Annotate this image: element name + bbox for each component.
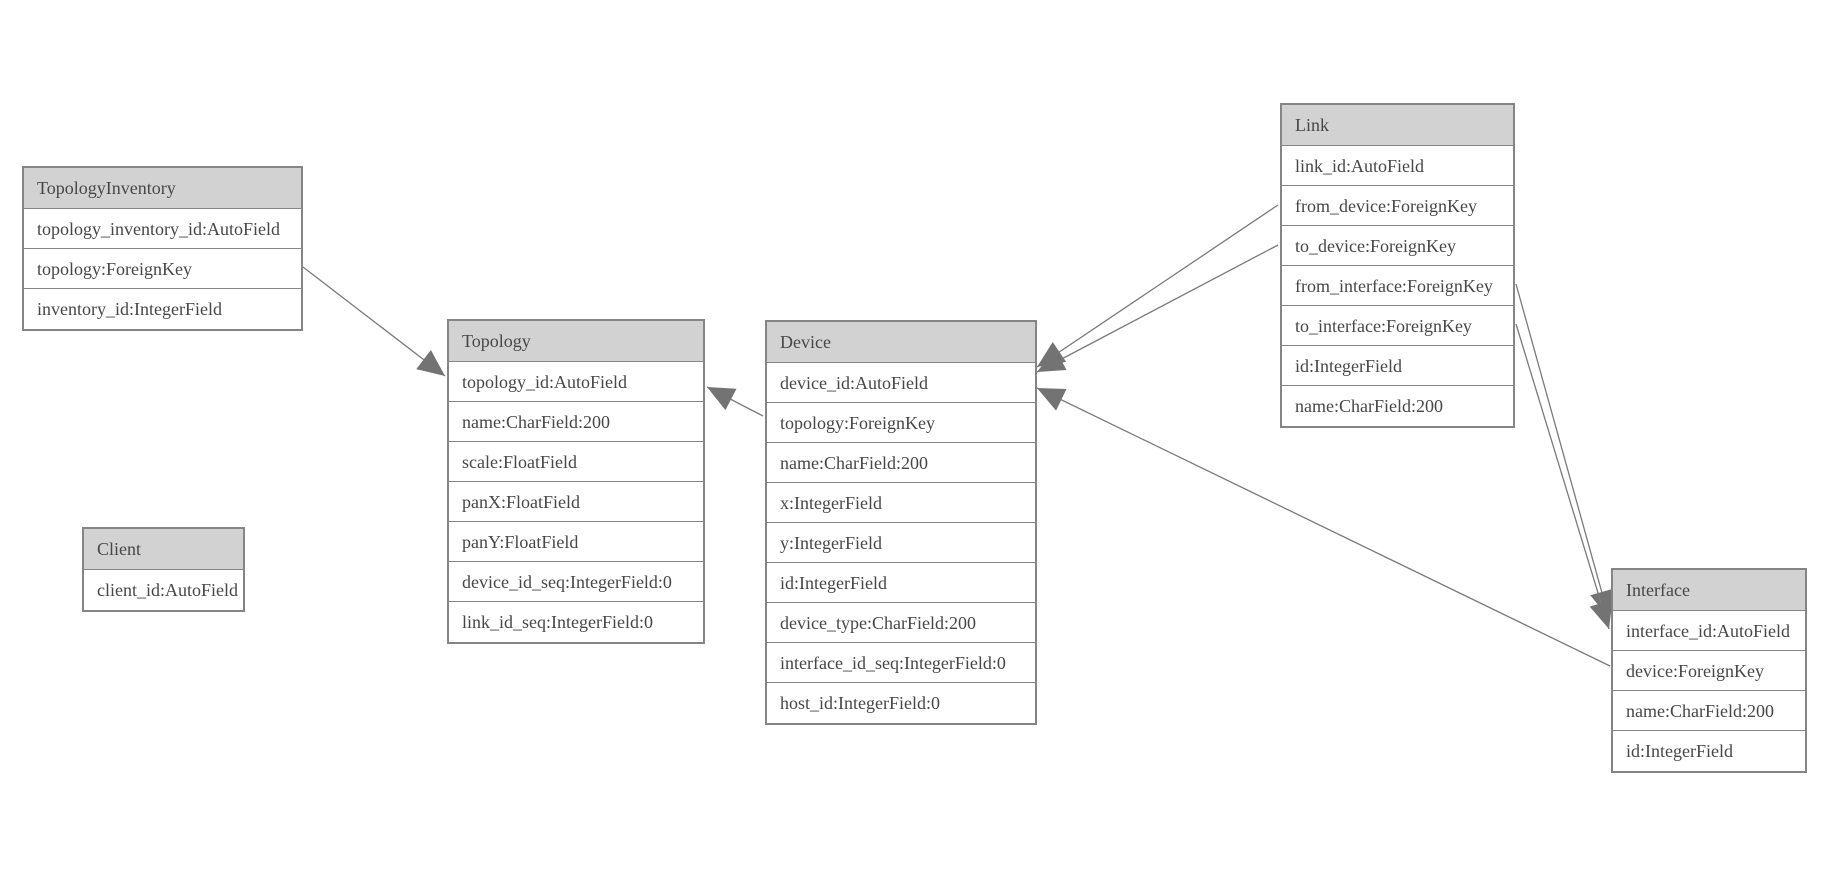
entity-topologyinventory-header: TopologyInventory [24,168,301,209]
field-x: x:IntegerField [767,483,1035,523]
entity-device-header: Device [767,322,1035,363]
field-link-id-seq: link_id_seq:IntegerField:0 [462,612,653,632]
edge-device-topology-to-topology [706,386,764,417]
field-device-generic-id: id:IntegerField [767,563,1035,603]
field-scale: scale:FloatField [449,442,703,482]
entity-topology-header: Topology [449,321,703,362]
edge-link-from-device-to-device [1036,204,1279,368]
edge-link-to-device-to-device [1036,244,1279,373]
field-device-id-seq: device_id_seq:IntegerField:0 [449,562,703,602]
field-device-id: device_id:AutoField [767,363,1035,403]
field-interface-name: name:CharField:200 [1613,691,1805,731]
field-interface-generic-id: id:IntegerField [1626,741,1733,761]
entity-topologyinventory: TopologyInventory topology_inventory_id:… [22,166,303,331]
entity-interface: Interface interface_id:AutoField device:… [1611,568,1807,773]
field-link-id: link_id:AutoField [1282,146,1513,186]
field-to-device: to_device:ForeignKey [1282,226,1513,266]
edge-link-to-interface-to-interface [1515,323,1613,630]
field-inventory-id: inventory_id:IntegerField [37,299,222,319]
field-interface-device: device:ForeignKey [1613,651,1805,691]
entity-client: Client client_id:AutoField [82,527,245,612]
entity-link: Link link_id:AutoField from_device:Forei… [1280,103,1515,428]
field-interface-id-seq: interface_id_seq:IntegerField:0 [767,643,1035,683]
field-from-interface: from_interface:ForeignKey [1282,266,1513,306]
edge-interface-device-to-device [1036,387,1611,667]
field-link-generic-id: id:IntegerField [1282,346,1513,386]
field-device-topology: topology:ForeignKey [767,403,1035,443]
field-topology-id: topology_id:AutoField [449,362,703,402]
entity-interface-header: Interface [1613,570,1805,611]
field-client-id: client_id:AutoField [97,580,238,600]
field-from-device: from_device:ForeignKey [1282,186,1513,226]
field-host-id: host_id:IntegerField:0 [780,693,940,713]
entity-topology: Topology topology_id:AutoField name:Char… [447,319,705,644]
field-device-name: name:CharField:200 [767,443,1035,483]
edge-link-from-interface-to-interface [1515,283,1614,619]
field-topologyinventory-topology: topology:ForeignKey [24,249,301,289]
field-y: y:IntegerField [767,523,1035,563]
edge-topologyinventory-topology-to-topology [302,266,446,377]
entity-device: Device device_id:AutoField topology:Fore… [765,320,1037,725]
field-pany: panY:FloatField [449,522,703,562]
field-topology-name: name:CharField:200 [449,402,703,442]
field-panx: panX:FloatField [449,482,703,522]
entity-link-header: Link [1282,105,1513,146]
field-device-type: device_type:CharField:200 [767,603,1035,643]
field-link-name: name:CharField:200 [1295,396,1443,416]
field-to-interface: to_interface:ForeignKey [1282,306,1513,346]
field-topology-inventory-id: topology_inventory_id:AutoField [24,209,301,249]
entity-client-header: Client [84,529,243,570]
field-interface-id: interface_id:AutoField [1613,611,1805,651]
